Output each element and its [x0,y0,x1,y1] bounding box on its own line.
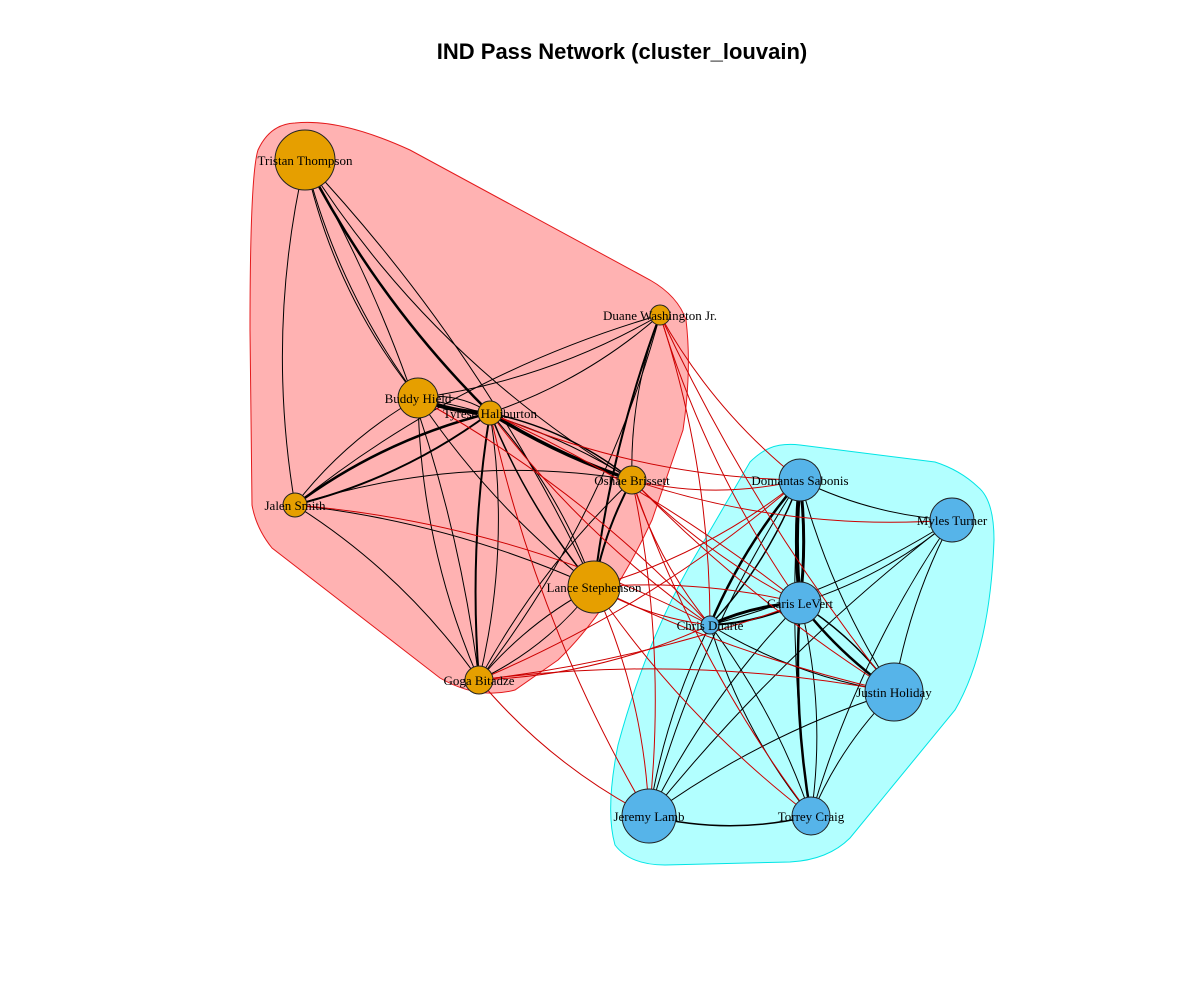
node-buddy-hield[interactable] [397,377,439,419]
node-jeremy-lamb[interactable] [621,788,677,844]
node-label-goga-bitadze: Goga Bitadze [443,673,514,688]
node-jalen-smith[interactable] [282,492,308,518]
node-label-jeremy-lamb: Jeremy Lamb [613,809,684,824]
edge-goga-bitadze-to-justin-holiday [478,668,895,693]
edge-caris-levert-to-torrey-craig [796,601,813,818]
node-label-duane-washington-jr: Duane Washington Jr. [603,308,717,323]
node-layer [274,129,975,844]
chart-title: IND Pass Network (cluster_louvain) [437,39,807,64]
edge-jalen-smith-to-lance-stephenson [294,504,595,588]
node-label-oshae-brissett: Oshae Brissett [594,473,670,488]
node-tristan-thompson[interactable] [274,129,336,191]
edge-duane-washington-jr-to-justin-holiday [659,314,895,693]
node-label-lance-stephenson: Lance Stephenson [547,580,642,595]
edge-oshae-brissett-to-goga-bitadze [478,479,633,681]
node-label-chris-duarte: Chris Duarte [677,618,744,633]
node-label-domantas-sabonis: Domantas Sabonis [751,473,848,488]
edge-duane-washington-jr-to-lance-stephenson [593,314,661,588]
node-label-justin-holiday: Justin Holiday [856,685,932,700]
edge-tyrese-haliburton-to-oshae-brissett [488,411,634,482]
edge-tristan-thompson-to-tyrese-haliburton [303,158,492,415]
edge-buddy-hield-to-duane-washington-jr [417,314,661,399]
edge-tristan-thompson-to-lance-stephenson [304,159,595,588]
edge-chris-duarte-to-torrey-craig [709,624,812,817]
node-label-torrey-craig: Torrey Craig [778,809,845,824]
node-oshae-brissett[interactable] [617,465,647,495]
edge-oshae-brissett-to-jalen-smith [294,469,633,506]
edge-tyrese-haliburton-to-caris-levert [489,412,801,604]
edge-buddy-hield-to-chris-duarte [417,397,711,626]
node-goga-bitadze[interactable] [464,665,494,695]
edge-tyrese-haliburton-to-jeremy-lamb [489,412,650,817]
node-chris-duarte[interactable] [700,615,720,635]
edge-oshae-brissett-to-caris-levert [631,479,801,604]
edge-jalen-smith-to-goga-bitadze [294,504,480,681]
edge-duane-washington-jr-to-caris-levert [659,314,801,604]
edge-oshae-brissett-to-jeremy-lamb [631,479,656,817]
edge-myles-turner-to-torrey-craig [810,519,953,817]
edge-myles-turner-to-jeremy-lamb [648,519,953,817]
edge-tyrese-haliburton-to-duane-washington-jr [489,314,661,414]
edge-duane-washington-jr-to-goga-bitadze [478,314,661,681]
edge-oshae-brissett-to-torrey-craig [631,479,812,817]
edge-oshae-brissett-to-justin-holiday [631,479,895,693]
edge-tyrese-haliburton-to-chris-duarte [489,412,711,626]
edge-jalen-smith-to-chris-duarte [294,504,711,626]
edge-tristan-thompson-to-buddy-hield [304,159,419,399]
edge-tyrese-haliburton-to-domantas-sabonis [489,412,801,481]
edge-tyrese-haliburton-to-oshae-brissett [489,412,633,481]
community-hulls [249,121,995,866]
edge-duane-washington-jr-to-jalen-smith [294,314,661,506]
edge-chris-duarte-to-myles-turner [709,519,953,626]
edge-lance-stephenson-to-domantas-sabonis [593,479,801,588]
edge-tristan-thompson-to-jalen-smith [281,159,306,506]
node-duane-washington-jr[interactable] [649,304,671,326]
edge-chris-duarte-to-torrey-craig [709,624,812,817]
edge-tyrese-haliburton-to-jalen-smith [293,411,492,507]
node-lance-stephenson[interactable] [567,560,621,614]
edge-goga-bitadze-to-chris-duarte [478,624,711,681]
edge-buddy-hield-to-tristan-thompson [304,159,419,399]
edge-lance-stephenson-to-justin-holiday [593,586,895,693]
edge-tyrese-haliburton-to-jalen-smith [294,412,491,506]
community-b-hull [610,443,995,866]
edge-duane-washington-jr-to-chris-duarte [659,314,711,626]
edge-justin-holiday-to-jeremy-lamb [648,691,895,817]
node-label-tyrese-haliburton: Tyrese Haliburton [443,406,538,421]
node-caris-levert[interactable] [778,581,822,625]
node-tyrese-haliburton[interactable] [477,400,503,426]
edge-lance-stephenson-to-jeremy-lamb [593,586,650,817]
edge-oshae-brissett-to-myles-turner [631,479,953,523]
edge-duane-washington-jr-to-domantas-sabonis [659,314,801,481]
edge-lance-stephenson-to-torrey-craig [593,586,812,817]
node-label-tristan-thompson: Tristan Thompson [258,153,353,168]
edge-caris-levert-to-jeremy-lamb [648,602,801,817]
node-label-caris-levert: Caris LeVert [767,596,833,611]
node-torrey-craig[interactable] [791,796,831,836]
node-label-jalen-smith: Jalen Smith [264,498,326,513]
node-label-myles-turner: Myles Turner [917,513,988,528]
edge-tyrese-haliburton-to-goga-bitadze [474,412,491,681]
edge-domantas-sabonis-to-jeremy-lamb [648,479,801,817]
node-myles-turner[interactable] [929,497,975,543]
node-domantas-sabonis[interactable] [778,458,822,502]
edge-caris-levert-to-torrey-craig [799,602,818,817]
edge-tyrese-haliburton-to-goga-bitadze [478,412,499,681]
edge-goga-bitadze-to-domantas-sabonis [478,479,801,681]
node-justin-holiday[interactable] [864,662,924,722]
node-label-buddy-hield: Buddy Hield [385,391,452,406]
